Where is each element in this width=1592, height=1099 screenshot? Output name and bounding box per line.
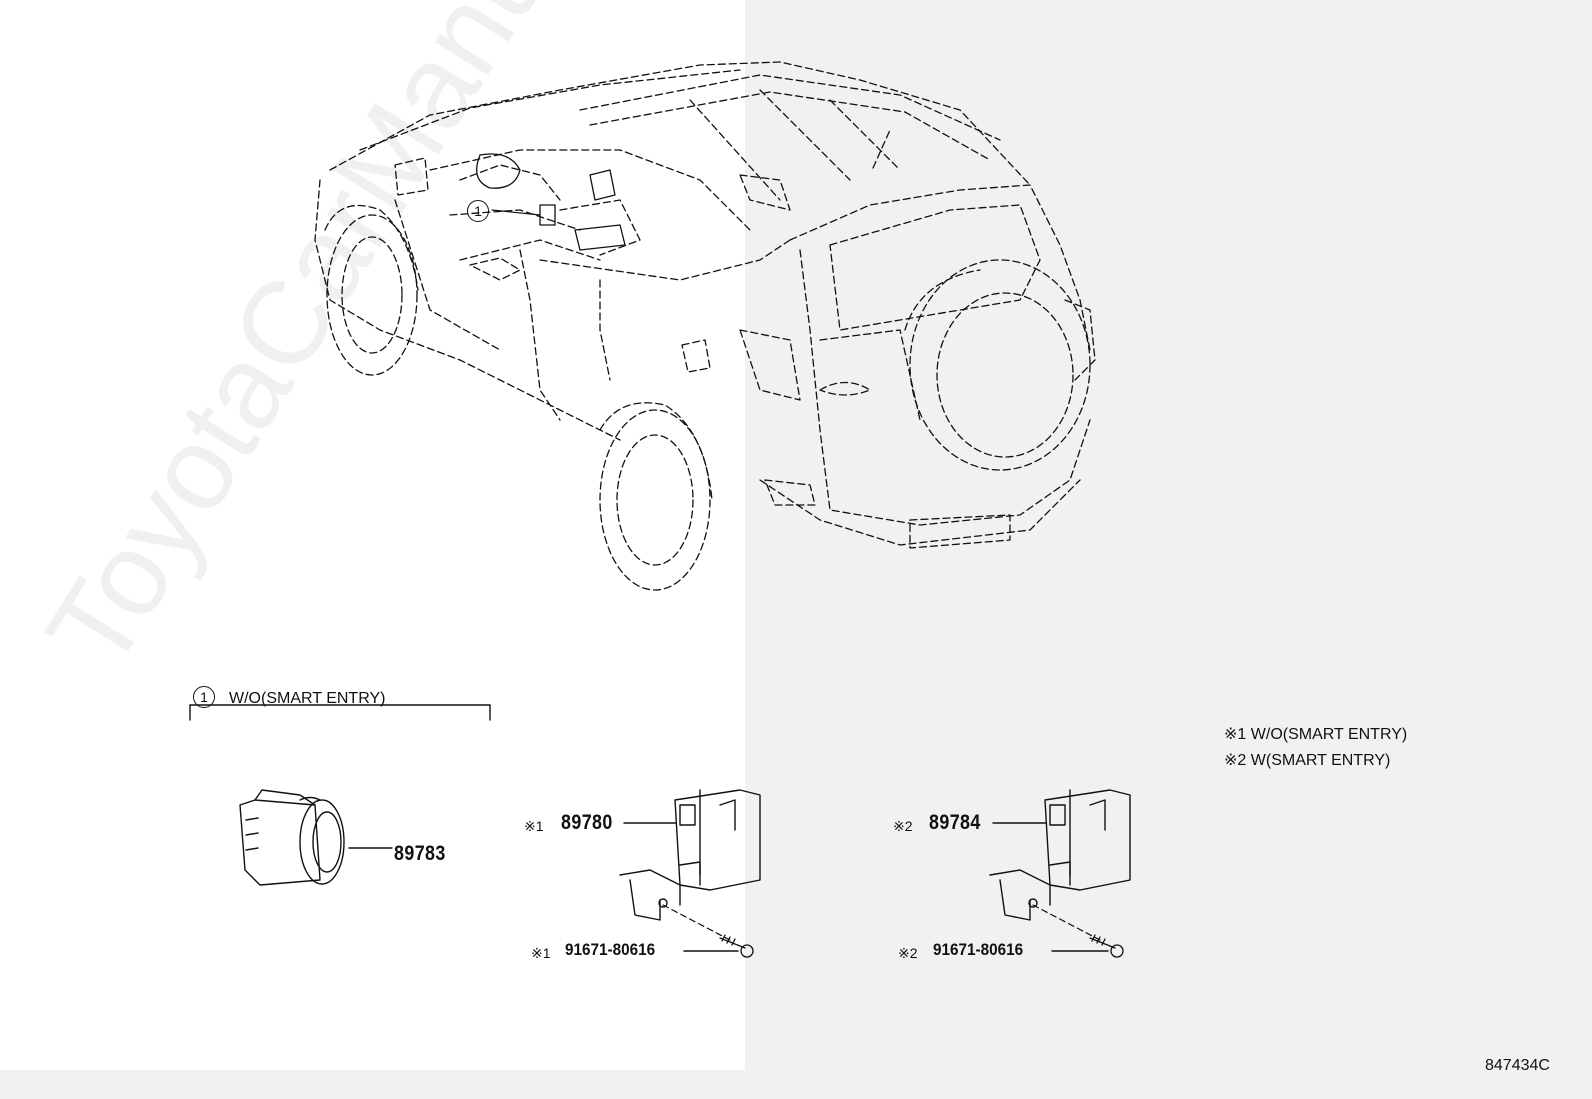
gray-panel [745, 0, 1592, 1099]
vehicle-interior [476, 153, 626, 251]
callout-marker-1: 1 [467, 200, 489, 222]
sensor-89783-drawing [239, 789, 345, 886]
legend-mark-2: ※2 [1224, 752, 1247, 769]
legend-mark-1: ※1 [1224, 726, 1247, 743]
bolt-axis-2 [1032, 904, 1101, 941]
legend-text-1: W/O(SMART ENTRY) [1250, 726, 1408, 743]
legend-item-2: ※2 W(SMART ENTRY) [1224, 750, 1390, 770]
part-number-bolt-2: 91671-80616 [933, 940, 1024, 959]
bottom-strip [0, 1070, 745, 1099]
white-panel [0, 0, 745, 1070]
part-number-sensor: 89783 [394, 842, 446, 865]
bolt-91671-80616-1-drawing [719, 934, 754, 958]
bolt-axis-1 [662, 904, 731, 941]
figure-id: 847434C [1485, 1057, 1550, 1074]
part-mark-bolt-1: ※1 [531, 945, 551, 961]
part-number-ecu-1: 89780 [561, 811, 613, 834]
part-mark-ecu-1: ※1 [524, 818, 544, 834]
part-number-bolt-1: 91671-80616 [565, 940, 656, 959]
legend-text-2: W(SMART ENTRY) [1250, 752, 1391, 769]
part-mark-ecu-2: ※2 [893, 818, 913, 834]
group-bracket [189, 704, 491, 721]
group-condition: W/O(SMART ENTRY) [229, 690, 386, 707]
callout-leader [491, 209, 541, 216]
part-number-ecu-2: 89784 [929, 811, 981, 834]
ecu-89784-drawing [989, 789, 1131, 921]
bolt-91671-80616-2-drawing [1089, 934, 1124, 958]
ecu-89780-drawing [619, 789, 761, 921]
part-mark-bolt-2: ※2 [898, 945, 918, 961]
legend-item-1: ※1 W/O(SMART ENTRY) [1224, 724, 1407, 744]
group-marker: 1 [193, 686, 215, 708]
vehicle-outline [314, 61, 1096, 591]
